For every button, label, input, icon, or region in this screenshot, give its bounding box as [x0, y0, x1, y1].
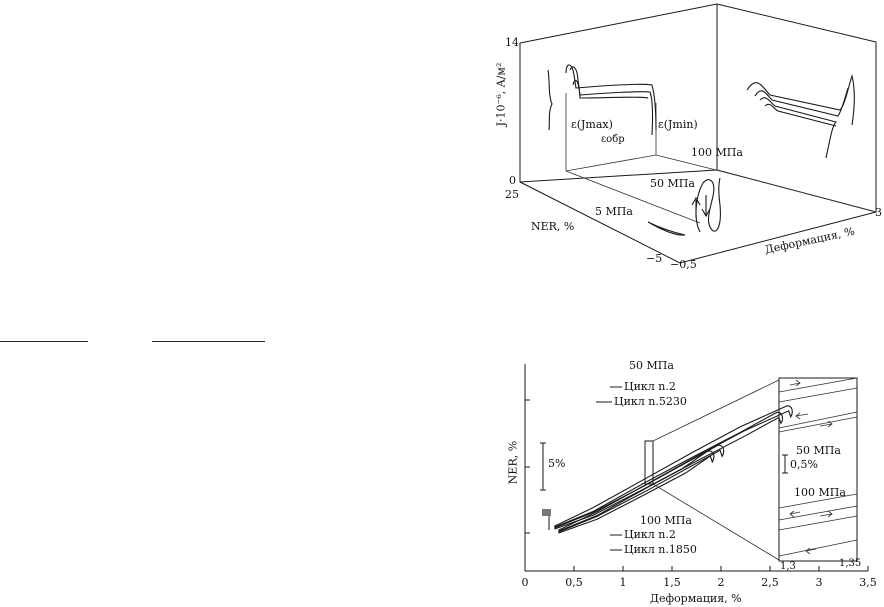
fig2d-x-tick-label: 3: [815, 576, 823, 589]
fig2d-x-tick-label: 0,5: [565, 576, 583, 589]
fig2d-zoom-window: [644, 440, 654, 485]
floor-back-edge: [716, 169, 877, 213]
curve-floor-arrow-2: [701, 195, 711, 218]
curve-left-wall-1: [565, 64, 657, 131]
series-line-3: [554, 450, 715, 534]
fig3d-ylabel: NER, %: [531, 220, 575, 233]
legend-item-100-2: Цикл n.1850: [624, 543, 697, 556]
fig2d-x-tick-label: 3,5: [859, 576, 877, 589]
fig2d-x-tick-label: 2,5: [761, 576, 779, 589]
fig2d-x-tick-label: 0: [521, 576, 529, 589]
fig2d-x-tick-label: 1: [619, 576, 627, 589]
curve-left-wall-2: [569, 66, 654, 136]
fig2d-inset-frame: [778, 377, 858, 562]
curve-floor-small: [647, 221, 686, 236]
underline-left: [0, 341, 88, 342]
fig2d-x-ticks: [524, 566, 869, 571]
legend-item-100-1: Цикл n.2: [624, 528, 676, 541]
proj-line-5: [655, 154, 741, 177]
floor-front-edges: [519, 181, 877, 264]
inset-label-100mpa: 100 МПа: [794, 486, 846, 499]
curve-left-wall-spike: [547, 69, 553, 131]
fig3d-annot-ejmin: ε(Jmin): [658, 118, 698, 131]
proj-line-4: [565, 170, 701, 224]
series-line-2: [554, 444, 725, 533]
fig3d-annot-eobr: εобр: [601, 134, 625, 145]
curve-floor-loop: [695, 177, 721, 233]
curve-right-wall-1: [746, 74, 855, 126]
underline-right: [152, 341, 265, 342]
fig3d-ytick-top: 25: [505, 188, 519, 201]
legend-group-50: 50 МПа: [629, 359, 674, 372]
fig2d-ylabel: NER, %: [506, 440, 520, 485]
fig2d-x-tick-label: 1,5: [663, 576, 681, 589]
fig2d-zoom-link-bottom: [652, 483, 780, 561]
fig3d-ytick-bottom: −5: [646, 252, 663, 265]
legend-item-50-2: Цикл n.5230: [614, 395, 687, 408]
curve-right-wall-2: [754, 87, 849, 117]
legend-group-100: 100 МПа: [640, 514, 692, 527]
fig2d-inset-lines: [778, 377, 858, 557]
inset-label-scale: 0,5%: [790, 458, 818, 471]
inset-label-50mpa: 50 МПа: [796, 444, 841, 457]
fig2d-xlabel: Деформация, %: [650, 592, 742, 605]
fig2d-scale-bar-label: 5%: [548, 457, 566, 470]
fig2d-series-group: [554, 405, 793, 534]
curve-right-wall-3: [759, 97, 838, 159]
curve-left-wall-3: [572, 79, 649, 99]
fig2d-x-tick-label: 2: [717, 576, 725, 589]
fig2d-flag-marker: [542, 509, 551, 516]
inset-xtick-right: 1,35: [839, 558, 862, 569]
fig3d-annot-ejmax: ε(Jmax): [571, 118, 613, 131]
inset-xtick-left: 1,3: [780, 561, 796, 572]
curve-floor-arrow-1: [691, 196, 701, 218]
fig3d-ztick-bottom: 0: [509, 174, 516, 187]
fig3d-annot-5mpa: 5 МПа: [595, 205, 633, 218]
proj-line-3: [565, 154, 657, 172]
fig2d-zoom-link-top: [652, 379, 780, 442]
legend-item-50-1: Цикл n.2: [624, 380, 676, 393]
fig3d-ztick-top: 14: [505, 36, 519, 49]
fig3d-xtick-left: −0,5: [670, 258, 697, 271]
curve-right-wall-4: [764, 103, 837, 127]
series-line-0: [554, 405, 793, 531]
fig3d-xtick-right: 3: [875, 206, 882, 219]
fig3d-annot-100mpa: 100 МПа: [691, 146, 743, 159]
series-line-1: [554, 411, 784, 532]
fig3d-annot-50mpa: 50 МПа: [650, 177, 695, 190]
